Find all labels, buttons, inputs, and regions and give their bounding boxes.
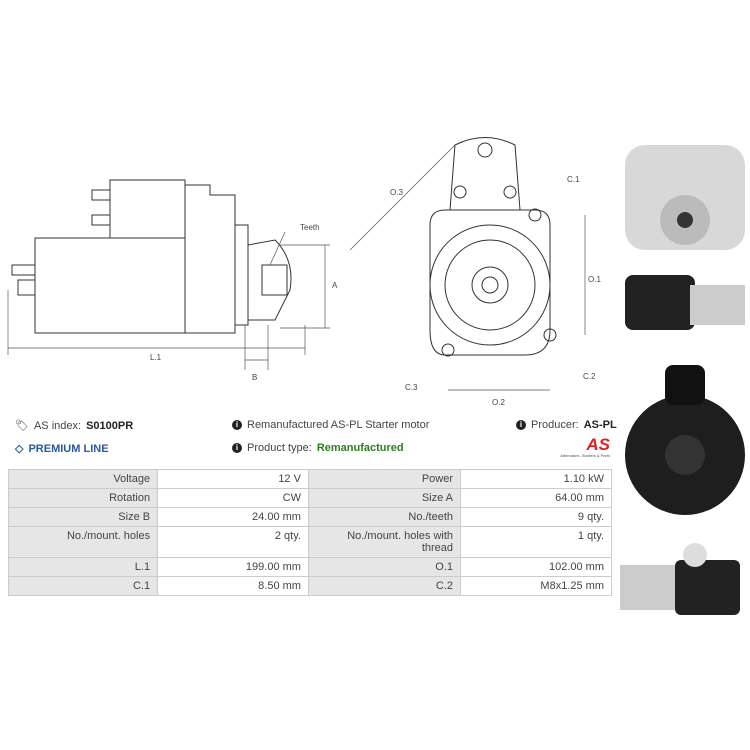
label-o2: O.2 [492,398,505,407]
spec-value: 1 qty. [460,526,612,558]
photo-side[interactable] [625,275,745,330]
spec-label: O.1 [307,557,462,577]
label-a: A [332,281,338,290]
label-teeth: Teeth [300,223,320,232]
spec-value: 24.00 mm [157,507,309,527]
spec-value: M8x1.25 mm [460,576,612,596]
product-type-value: Remanufactured [316,442,404,454]
front-view-diagram: O.3 C.1 O.1 C.2 C.3 O.2 [349,137,601,407]
spec-label: Voltage [7,469,159,489]
spec-value: 102.00 mm [460,557,612,577]
spec-label: No./teeth [307,507,462,527]
spec-label: Rotation [7,488,159,508]
spec-label: Power [307,469,462,489]
product-type: i Product type: Remanufactured [232,442,404,454]
label-c2: C.2 [583,372,596,381]
info-icon: i [232,443,242,453]
spec-label: C.1 [7,576,159,596]
producer-value: AS-PL [583,419,617,431]
photo-angle[interactable] [620,543,740,615]
spec-label: C.2 [307,576,462,596]
spec-value: 8.50 mm [157,576,309,596]
spec-label: L.1 [7,557,159,577]
spec-label: No./mount. holes [7,526,159,558]
tags-icon: 🏷 [15,420,29,432]
producer-label: Producer: [531,419,579,431]
spec-value: 12 V [157,469,309,489]
photo-front[interactable] [625,145,745,250]
spec-value: 2 qty. [157,526,309,558]
as-index: 🏷 AS index: S0100PR [15,419,134,433]
label-o1: O.1 [588,275,601,284]
spec-label: No./mount. holes with thread [307,526,462,558]
photo-rear[interactable] [625,365,745,515]
premium-label: PREMIUM LINE [28,442,109,455]
spec-value: CW [157,488,309,508]
description: i Remanufactured AS-PL Starter motor [232,419,429,431]
as-index-value: S0100PR [86,419,134,432]
producer: i Producer: AS-PL [516,419,617,431]
label-l1: L.1 [150,353,162,362]
spec-label: Size B [7,507,159,527]
spec-value: 1.10 kW [460,469,612,489]
label-o3: O.3 [390,188,403,197]
spec-value: 9 qty. [460,507,612,527]
info-icon: i [232,420,242,430]
description-text: Remanufactured AS-PL Starter motor [247,419,430,431]
product-type-label: Product type: [247,442,312,454]
info-icon: i [516,420,526,430]
side-view-diagram: L.1 B A Teeth [7,179,338,382]
product-photos [620,145,745,615]
spec-value: 64.00 mm [460,488,612,508]
label-c1: C.1 [567,175,580,184]
spec-value: 199.00 mm [157,557,309,577]
premium-line: ◇ PREMIUM LINE [15,442,109,456]
as-pl-logo: AS Alternators, Starters & Parts [560,435,610,458]
label-c3: C.3 [405,383,418,392]
diamond-icon: ◇ [15,443,24,455]
as-index-label: AS index: [33,419,82,432]
label-b: B [252,373,257,382]
spec-label: Size A [307,488,462,508]
